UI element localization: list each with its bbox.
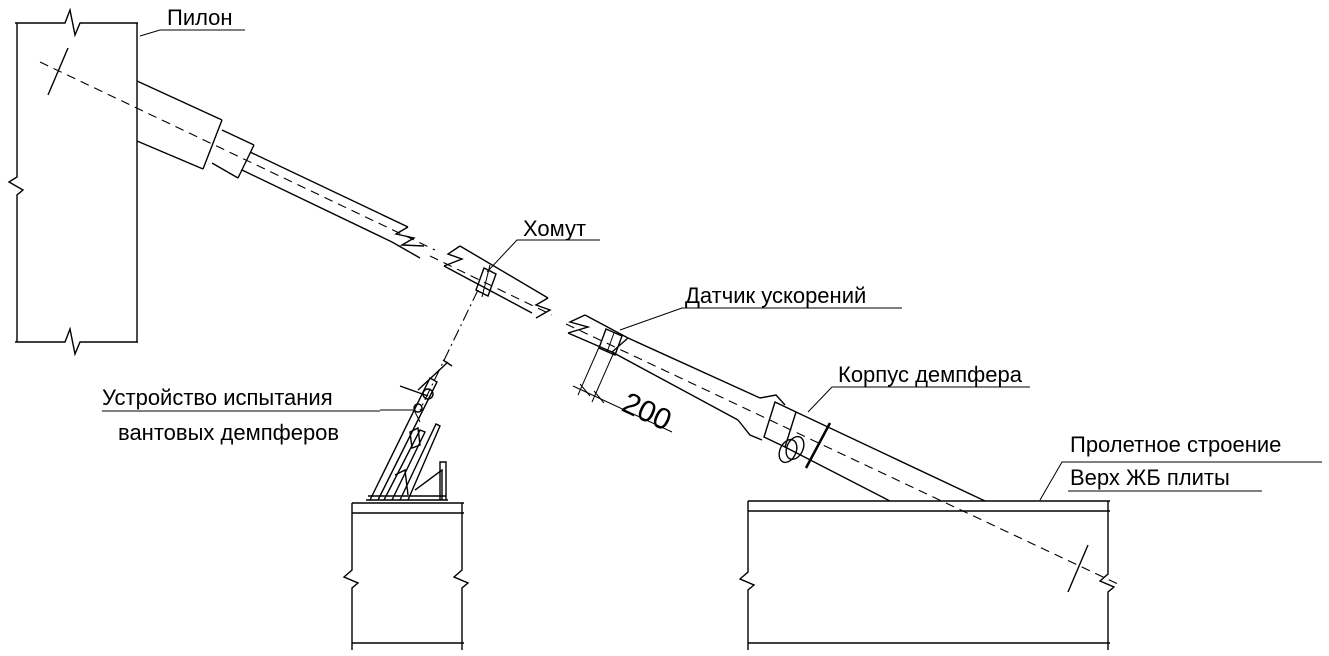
label-underlines bbox=[102, 410, 1262, 492]
cable-middle bbox=[429, 245, 553, 319]
label-span-line2: Верх ЖБ плиты bbox=[1070, 465, 1230, 490]
label-span-line1: Пролетное строение bbox=[1070, 432, 1281, 457]
right-support bbox=[738, 500, 1116, 650]
leaders bbox=[139, 29, 1322, 501]
label-accelerometer: Датчик ускорений bbox=[685, 283, 866, 308]
label-test-device-line2: вантовых демпферов bbox=[118, 420, 339, 445]
left-support bbox=[342, 502, 470, 650]
accelerometer-box bbox=[598, 328, 623, 356]
cable-upper bbox=[39, 61, 436, 259]
label-clamp: Хомут bbox=[523, 216, 586, 241]
pylon bbox=[7, 7, 138, 357]
test-device bbox=[366, 289, 479, 501]
label-pylon: Пилон bbox=[167, 5, 233, 30]
label-test-device-line1: Устройство испытания bbox=[102, 385, 333, 410]
clamp-box bbox=[475, 267, 497, 297]
cable-lower bbox=[565, 314, 1121, 593]
label-damper-body: Корпус демпфера bbox=[838, 362, 1023, 387]
